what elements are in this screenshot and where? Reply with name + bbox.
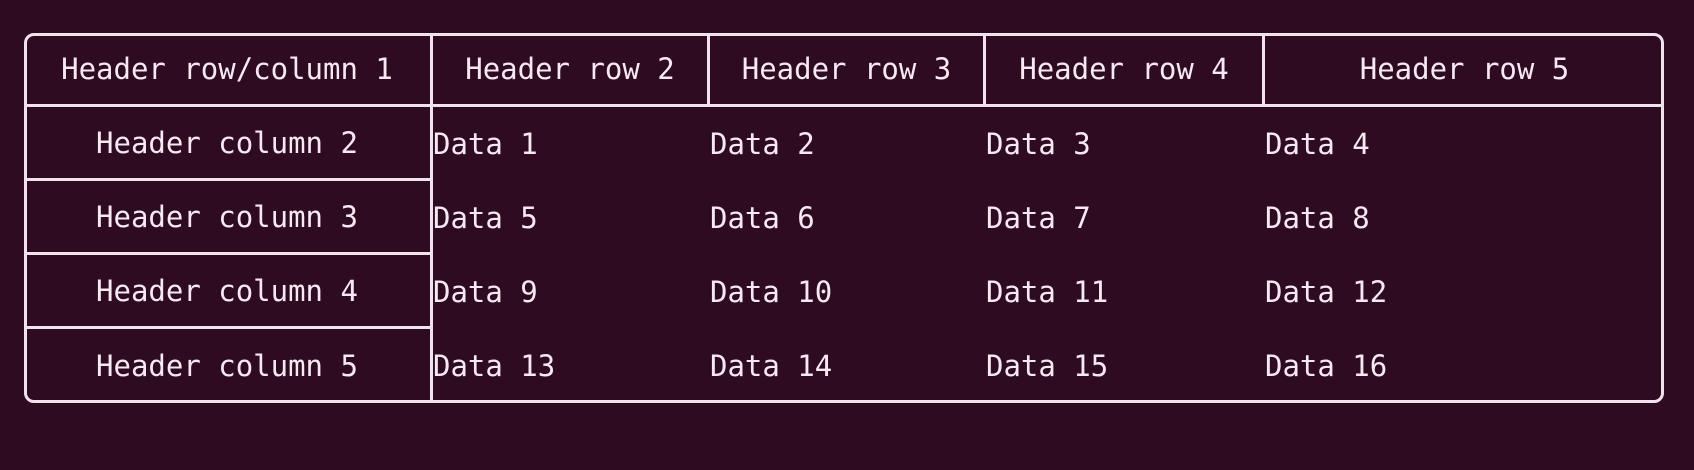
data-cell: Data 4 bbox=[1265, 127, 1370, 161]
header-cell-row-4: Header column 4 bbox=[24, 255, 433, 329]
header-cell-row-5: Header column 5 bbox=[24, 329, 433, 403]
header-cell-column-5: Header row 5 bbox=[1265, 33, 1664, 107]
header-cell-column-3: Header row 3 bbox=[710, 33, 986, 107]
data-cell: Data 10 bbox=[710, 275, 833, 309]
data-cell: Data 9 bbox=[433, 275, 538, 309]
header-cell-corner: Header row/column 1 bbox=[24, 33, 433, 107]
table-row: Header column 4 Data 9 Data 10 Data 11 D… bbox=[24, 255, 1664, 329]
data-cell: Data 16 bbox=[1265, 349, 1388, 383]
header-cell-column-4: Header row 4 bbox=[986, 33, 1265, 107]
data-cell: Data 1 bbox=[433, 127, 538, 161]
header-cell-row-3: Header column 3 bbox=[24, 181, 433, 255]
data-cell: Data 6 bbox=[710, 201, 815, 235]
table-row: Header column 2 Data 1 Data 2 Data 3 Dat… bbox=[24, 107, 1664, 181]
header-row: Header row/column 1 Header row 2 Header … bbox=[24, 33, 1664, 107]
data-cell: Data 12 bbox=[1265, 275, 1388, 309]
data-cell: Data 13 bbox=[433, 349, 556, 383]
table-head: Header row/column 1 Header row 2 Header … bbox=[24, 33, 1664, 107]
table-outer-frame bbox=[24, 33, 1664, 403]
data-cell: Data 5 bbox=[433, 201, 538, 235]
data-cell: Data 3 bbox=[986, 127, 1091, 161]
table-body: Header column 2 Data 1 Data 2 Data 3 Dat… bbox=[24, 107, 1664, 403]
data-table: Header row/column 1 Header row 2 Header … bbox=[24, 33, 1664, 403]
data-cell: Data 14 bbox=[710, 349, 833, 383]
table-row: Header column 3 Data 5 Data 6 Data 7 Dat… bbox=[24, 181, 1664, 255]
header-cell-row-2: Header column 2 bbox=[24, 107, 433, 181]
table-row: Header column 5 Data 13 Data 14 Data 15 … bbox=[24, 329, 1664, 403]
data-cell: Data 2 bbox=[710, 127, 815, 161]
data-cell: Data 8 bbox=[1265, 201, 1370, 235]
header-cell-column-2: Header row 2 bbox=[433, 33, 710, 107]
data-cell: Data 7 bbox=[986, 201, 1091, 235]
data-cell: Data 11 bbox=[986, 275, 1109, 309]
data-cell: Data 15 bbox=[986, 349, 1109, 383]
